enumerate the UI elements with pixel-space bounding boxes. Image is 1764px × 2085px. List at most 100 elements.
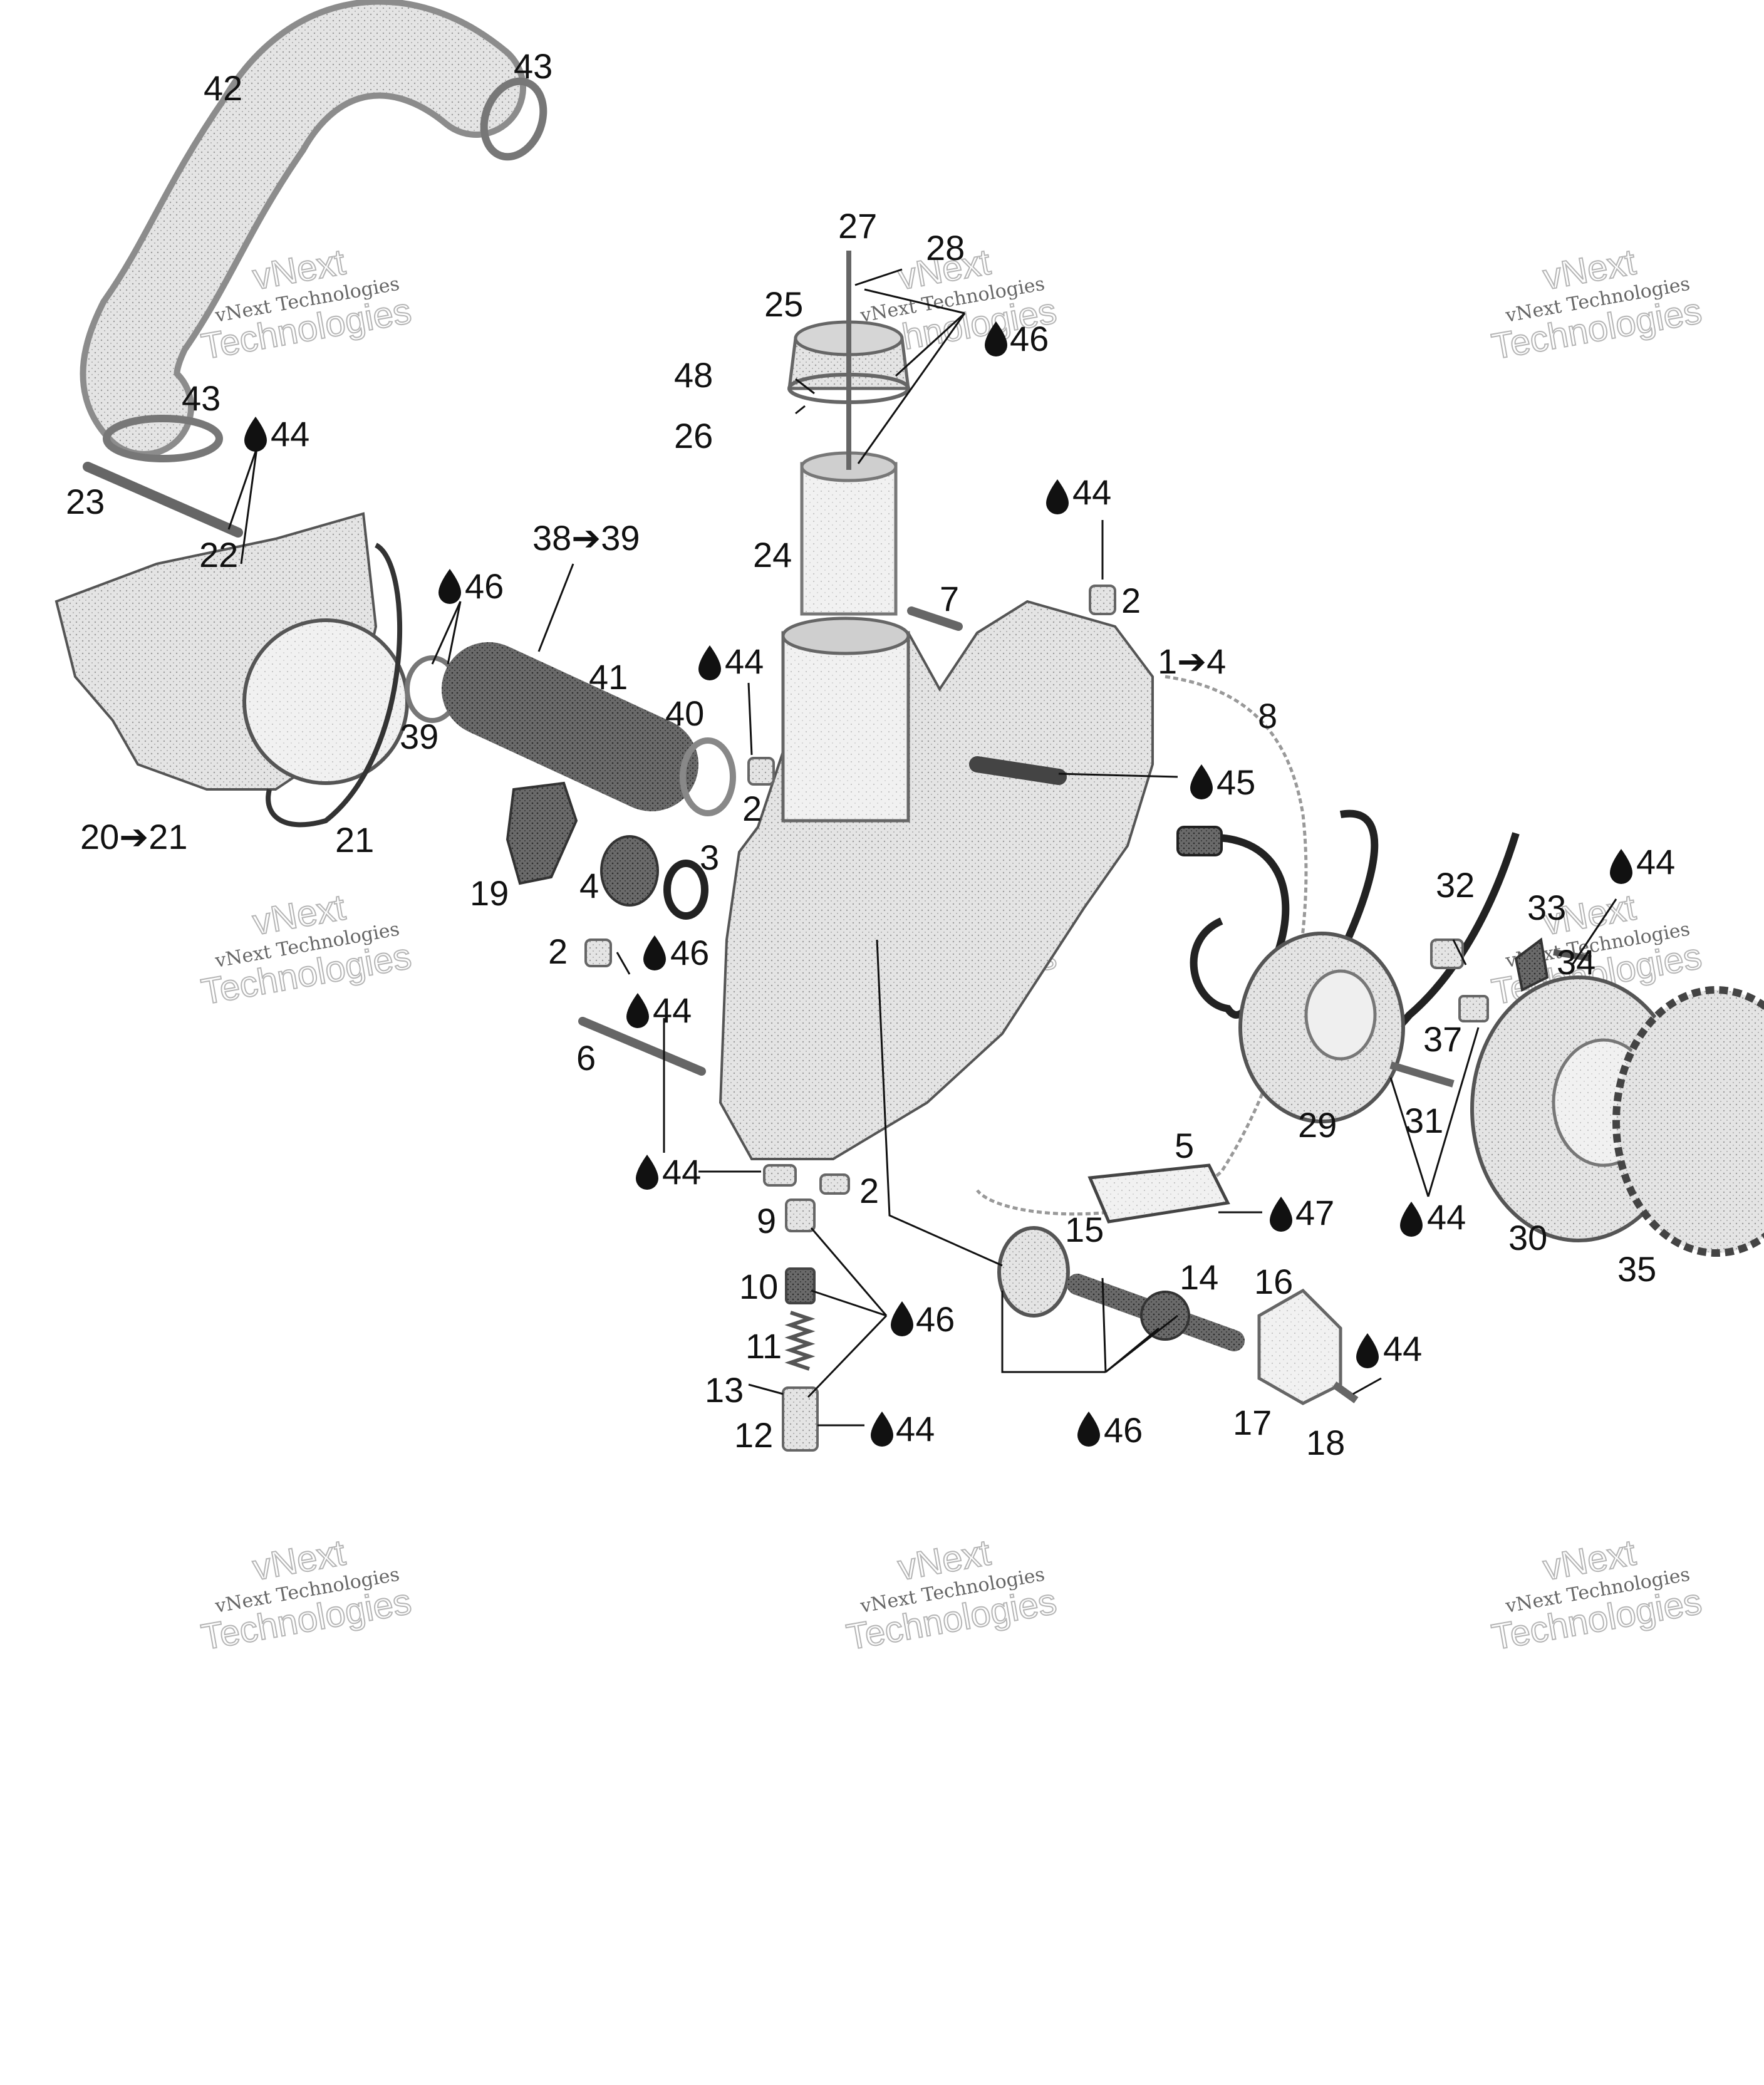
callout-13: 13: [705, 1370, 744, 1410]
oil-drop-icon: [1046, 479, 1069, 514]
callout-44: 44: [896, 1409, 935, 1448]
callout-15: 15: [1065, 1210, 1104, 1249]
part-bolt-18: [1332, 1381, 1359, 1403]
callout-43: 43: [182, 378, 220, 418]
callout-44: 44: [1427, 1197, 1466, 1237]
part-pipe: [969, 756, 1067, 785]
watermark-bottom-left: vNext vNext Technologies Technologies: [198, 1532, 415, 1659]
leader-line: [1105, 1314, 1178, 1373]
leader-line: [1389, 1077, 1429, 1197]
callout-22: 22: [199, 535, 238, 575]
callout-23: 23: [66, 482, 105, 521]
callout-26: 26: [674, 416, 713, 455]
leader-line: [616, 952, 631, 975]
oil-drop-icon: [891, 1301, 913, 1336]
leader-line: [807, 1314, 888, 1398]
callout-44: 44: [1636, 842, 1675, 881]
callout-44: 44: [725, 642, 764, 681]
part-dowel-b: [747, 757, 775, 786]
leader-line: [795, 378, 815, 395]
oil-drop-icon: [1400, 1202, 1423, 1237]
callout-43: 43: [514, 46, 553, 86]
callout-33: 33: [1527, 888, 1566, 927]
part-hose-surface: [86, 4, 520, 451]
part-sensor-37: [1458, 995, 1489, 1022]
part-bearing: [997, 1226, 1070, 1318]
leader-line: [854, 268, 903, 286]
callout-46: 46: [670, 933, 709, 972]
leader-line: [795, 405, 806, 415]
part-shaft-gear: [1140, 1291, 1190, 1341]
callout-2: 2: [548, 932, 568, 971]
callout-48: 48: [674, 355, 713, 395]
part-valve-cap: [785, 1198, 816, 1232]
callout-7: 7: [940, 579, 959, 618]
watermark-top-right: vNext vNext Technologies Technologies: [1488, 241, 1706, 368]
oil-drop-icon: [626, 993, 649, 1028]
part-dowel-a: [1089, 585, 1116, 615]
callout-9: 9: [757, 1201, 776, 1240]
callout-44: 44: [1072, 472, 1111, 512]
part-seal: [663, 860, 708, 920]
oil-drop-icon: [643, 935, 666, 970]
callout-35: 35: [1617, 1249, 1656, 1289]
callout-3: 3: [700, 838, 719, 877]
oil-drop-icon: [1610, 849, 1632, 884]
oil-drop-icon: [1077, 1412, 1100, 1447]
part-dowel-c: [584, 939, 612, 967]
leader-line: [1571, 898, 1617, 965]
watermark-mid-left: vNext vNext Technologies Technologies: [198, 887, 415, 1014]
oil-drop-icon: [1190, 764, 1213, 799]
part-connector: [1176, 826, 1223, 856]
leader-line: [1101, 1277, 1107, 1373]
watermark-top-center: vNext vNext Technologies Technologies: [843, 241, 1061, 368]
callout-34: 34: [1557, 942, 1595, 982]
parts-group: [54, 0, 1764, 1452]
callout-17: 17: [1233, 1403, 1272, 1442]
part-gear: [600, 835, 659, 907]
callout-44: 44: [653, 991, 692, 1030]
leader-line: [1427, 1027, 1480, 1197]
leader-line: [1452, 939, 1467, 965]
callout-44: 44: [271, 414, 309, 454]
callout-41: 41: [589, 657, 628, 697]
part-bolt-31: [1389, 1061, 1455, 1088]
leader-lines: [227, 268, 1617, 1427]
callout-2: 2: [859, 1171, 879, 1210]
callout-8: 8: [1258, 696, 1277, 736]
part-sensor-32: [1430, 939, 1464, 969]
callout-1-4: 1➔4: [1158, 642, 1226, 681]
part-pump-cover: [242, 618, 409, 785]
callout-44: 44: [662, 1152, 701, 1192]
callout-46: 46: [1104, 1410, 1143, 1450]
callout-labels: 42 43 43 23 22 44 46 39 38➔39 41 40 20➔2…: [66, 46, 1675, 1462]
oil-drop-icon: [985, 321, 1007, 356]
part-screw-34: [1553, 949, 1592, 962]
part-long-bolt: [83, 462, 243, 538]
part-valve-spring: [784, 1311, 816, 1371]
oil-drop-icon: [244, 417, 267, 452]
leader-line: [1058, 772, 1178, 778]
callout-21: 21: [335, 820, 374, 860]
callout-46: 46: [1010, 319, 1049, 358]
leader-line: [857, 313, 966, 464]
leader-line: [537, 563, 574, 652]
leader-line: [810, 1227, 888, 1316]
leader-line: [1352, 1377, 1382, 1395]
callout-42: 42: [204, 68, 242, 108]
part-stator-bore: [1304, 969, 1377, 1061]
callout-29: 29: [1298, 1105, 1337, 1145]
callout-27: 27: [838, 206, 877, 246]
oil-drop-icons: [244, 321, 1632, 1447]
part-pump-cover-17: [1257, 1288, 1342, 1405]
callout-31: 31: [1404, 1101, 1443, 1140]
part-clamp: [680, 737, 736, 816]
part-impeller: [506, 781, 578, 885]
leader-line: [431, 601, 462, 665]
callout-19: 19: [470, 873, 509, 913]
part-ring-gear: [1612, 986, 1764, 1257]
callout-25: 25: [764, 284, 803, 324]
oil-drop-icon: [1356, 1333, 1379, 1368]
callout-18: 18: [1306, 1423, 1345, 1462]
